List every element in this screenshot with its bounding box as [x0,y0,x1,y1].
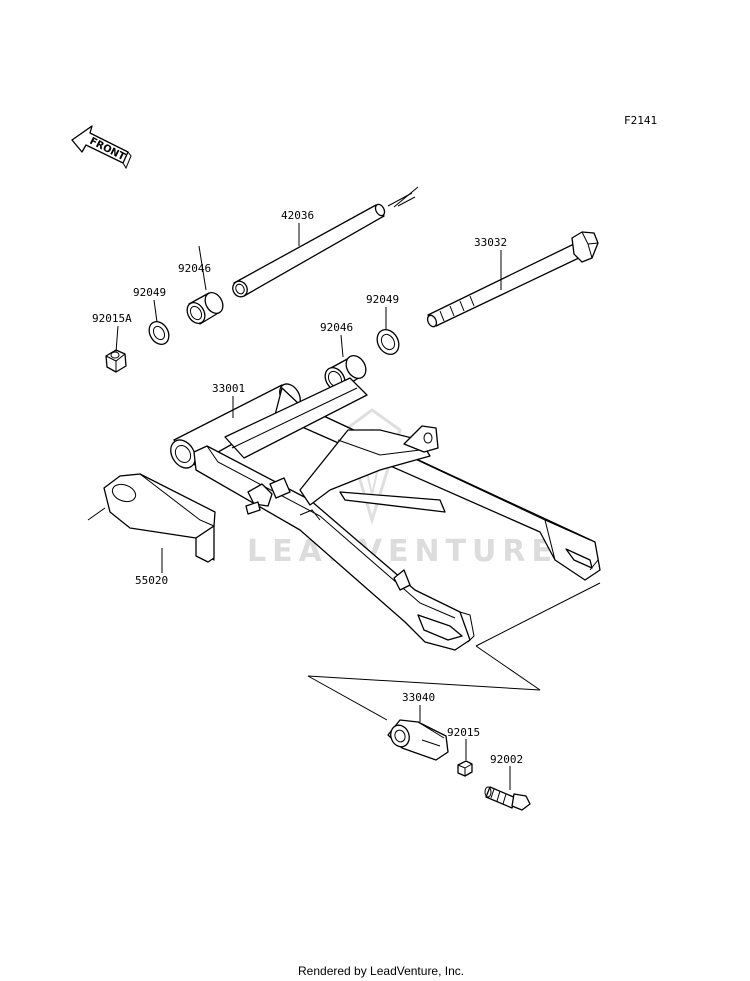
front-arrow-icon: FRONT [71,125,132,170]
nut-92015 [457,760,473,777]
group-bracket-lines [307,582,601,721]
part-label-33040: 33040 [402,691,435,704]
part-label-92046-right: 92046 [320,321,353,334]
pivot-shaft-42036 [232,186,419,298]
needle-bearing-92046-left [186,292,224,325]
part-label-42036: 42036 [281,209,314,222]
watermark: LEADVENTURE [247,408,558,569]
seal-92049-right [376,329,400,355]
part-label-33032: 33032 [474,236,507,249]
chain-adjuster-33040 [387,719,449,761]
part-label-92049-left: 92049 [133,286,166,299]
figure-code: F2141 [624,114,657,127]
part-label-55020: 55020 [135,574,168,587]
part-label-92049-right: 92049 [366,293,399,306]
leader-lines [115,223,511,790]
swingarm-33001 [170,377,601,651]
bolt-92002 [484,786,531,811]
part-label-92002: 92002 [490,753,523,766]
part-label-92046-left: 92046 [178,262,211,275]
part-labels: 42036 33032 92046 92049 92015A 92049 920… [92,209,523,766]
watermark-text: LEADVENTURE [247,534,558,569]
part-label-33001: 33001 [212,382,245,395]
part-label-92015: 92015 [447,726,480,739]
nut-92015A [105,349,127,373]
footer-credit: Rendered by LeadVenture, Inc. [298,964,464,978]
front-arrow-label: FRONT [88,136,127,163]
seal-92049-left [148,321,170,345]
pivot-bolt-33032 [426,231,599,328]
chain-guard-55020 [87,473,216,563]
part-label-92015A: 92015A [92,312,132,325]
